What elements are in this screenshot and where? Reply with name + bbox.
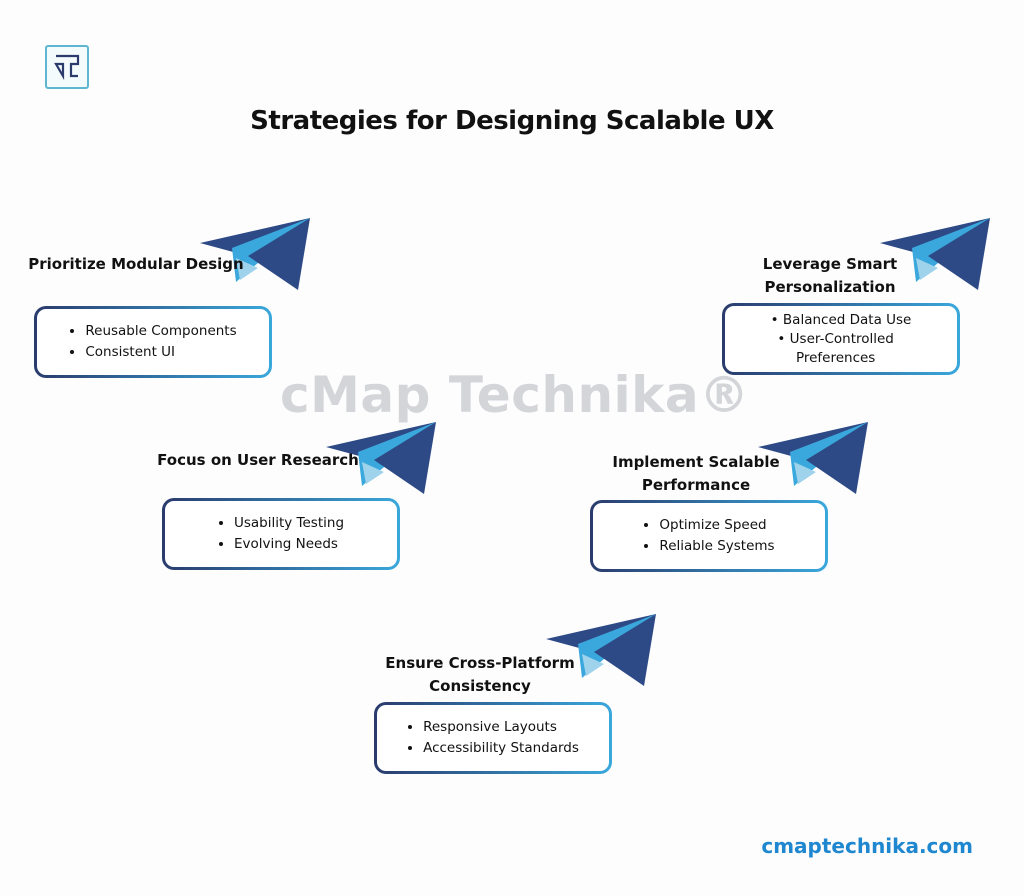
strategy-item: • User-Controlled Preferences bbox=[777, 330, 894, 366]
strategy-title: Ensure Cross-Platform Consistency bbox=[385, 654, 575, 695]
strategy-item: Reusable Components bbox=[85, 321, 236, 342]
strategy-title: Focus on User Research bbox=[157, 451, 359, 469]
strategy-title: Implement Scalable Performance bbox=[612, 453, 780, 494]
page-title: Strategies for Designing Scalable UX bbox=[250, 106, 774, 136]
logo bbox=[45, 45, 89, 89]
strategy-item: Usability Testing bbox=[234, 513, 344, 534]
strategy-box: • Balanced Data Use • User-Controlled Pre… bbox=[722, 303, 960, 375]
paper-plane-icon bbox=[758, 422, 868, 494]
strategy-box: Responsive LayoutsAccessibility Standard… bbox=[374, 702, 612, 774]
watermark: cMap Technika® bbox=[280, 366, 750, 424]
paper-plane-icon bbox=[200, 218, 310, 290]
strategy-item: Accessibility Standards bbox=[423, 738, 579, 759]
strategy-box: Reusable ComponentsConsistent UI bbox=[34, 306, 272, 378]
strategy-item: Consistent UI bbox=[85, 342, 236, 363]
strategy-item: Reliable Systems bbox=[659, 536, 774, 557]
paper-plane-icon bbox=[546, 614, 656, 686]
logo-t-icon bbox=[54, 54, 80, 81]
paper-plane-icon bbox=[880, 218, 990, 290]
strategy-item: Optimize Speed bbox=[659, 515, 774, 536]
strategy-title: Prioritize Modular Design bbox=[28, 255, 244, 273]
strategy-item: Responsive Layouts bbox=[423, 717, 579, 738]
strategy-box: Optimize SpeedReliable Systems bbox=[590, 500, 828, 572]
strategy-item: • Balanced Data Use bbox=[770, 311, 912, 328]
strategy-box: Usability TestingEvolving Needs bbox=[162, 498, 400, 570]
strategy-item: Evolving Needs bbox=[234, 534, 344, 555]
strategy-title: Leverage Smart Personalization bbox=[762, 255, 898, 296]
footer-website-link[interactable]: cmaptechnika.com bbox=[761, 834, 973, 858]
paper-plane-icon bbox=[326, 422, 436, 494]
